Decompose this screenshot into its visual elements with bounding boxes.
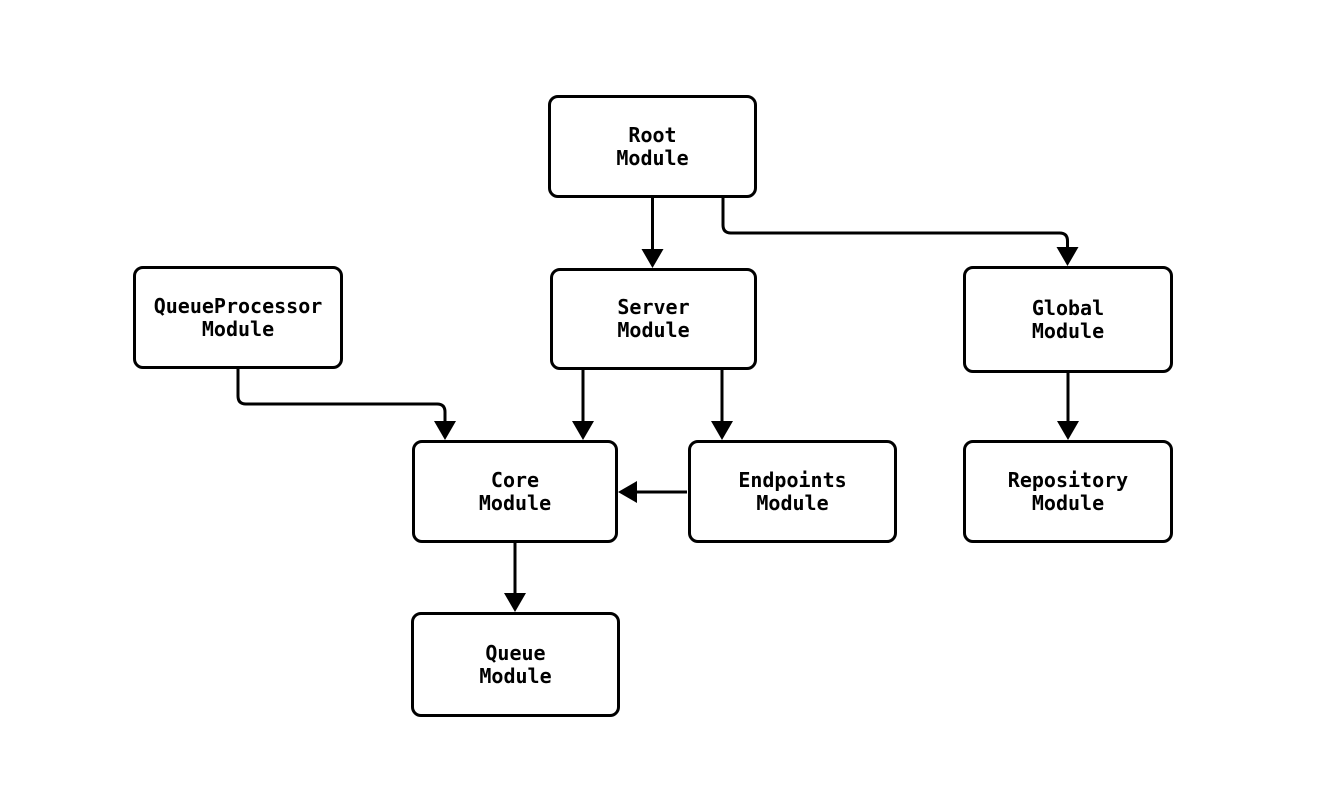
arrowhead-icon [1056, 247, 1079, 266]
edge-server-to-core [572, 370, 594, 440]
edge-global-to-repository [1057, 373, 1079, 440]
arrowhead-icon [711, 421, 733, 440]
node-repository-module: Repository Module [963, 440, 1173, 543]
arrowhead-icon [641, 249, 664, 268]
edge-server-to-endpoints [711, 370, 733, 440]
node-label-line: Module [1031, 318, 1105, 343]
node-label-line: Endpoints [738, 467, 847, 492]
edge-queueprocessor-to-core [236, 369, 456, 440]
node-label-line: Global [1031, 295, 1105, 320]
arrowhead-icon [1057, 421, 1079, 440]
node-label-line: Module [479, 663, 552, 688]
arrowhead-icon [618, 481, 637, 503]
edge-endpoints-to-core [618, 481, 687, 503]
edge-core-to-queue [504, 543, 526, 612]
node-label-line: Root [628, 122, 677, 147]
node-label-line: Module [1031, 490, 1105, 515]
arrowhead-icon [572, 421, 594, 440]
node-core-module: Core Module [412, 440, 618, 543]
node-server-module: Server Module [550, 268, 757, 370]
node-queue-module: Queue Module [411, 612, 620, 717]
node-label-line: Module [478, 490, 552, 515]
arrowhead-icon [504, 593, 526, 612]
node-label-line: Module [616, 145, 689, 170]
node-label-line: Repository [1007, 467, 1129, 492]
node-root-module: Root Module [548, 95, 757, 198]
node-label-line: Core [490, 467, 540, 492]
node-label-line: QueueProcessor [153, 293, 323, 318]
node-label-line: Module [756, 490, 829, 515]
node-global-module: Global Module [963, 266, 1173, 373]
node-label-line: Module [201, 316, 275, 341]
node-endpoints-module: Endpoints Module [688, 440, 897, 543]
node-label-line: Module [617, 318, 690, 342]
arrowhead-icon [434, 421, 456, 440]
node-label-line: Queue [485, 640, 546, 665]
edge-root-to-global [721, 198, 1079, 266]
edge-root-to-server [641, 198, 664, 268]
node-queueprocessor-module: QueueProcessor Module [133, 266, 343, 369]
node-label-line: Server [617, 295, 690, 319]
